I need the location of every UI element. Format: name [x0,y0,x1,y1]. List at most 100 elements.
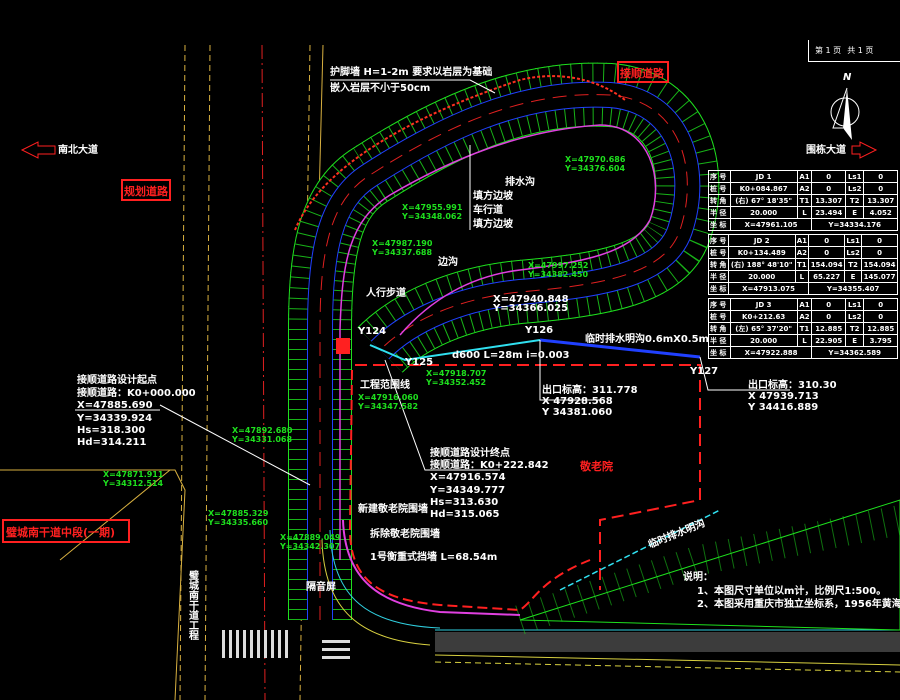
text-label: Y=34335.660 [207,518,269,527]
text-label: Y=34366.025 [492,303,568,314]
text-label: E [844,206,865,219]
text-label: E [844,270,863,283]
text-label: A2 [796,182,813,195]
text-label: 23.494 [811,206,846,219]
text-label: A2 [796,310,813,323]
text-label: Ls2 [844,182,865,195]
north-arrow-icon: N [830,72,860,140]
text-label: T2 [844,322,865,335]
text-label: X=47913.075 [727,282,810,295]
text-label: 0 [861,234,898,247]
outlet1-elev: 出口标高：311.778 [542,383,638,396]
label-side-ditch: 边沟 [437,255,458,268]
text-label: 154.094 [861,258,898,271]
demolish-wall-label: 拆除敬老院围墙 [370,527,440,540]
text-label: Y=34342.307 [279,542,340,551]
start-hd: Hd=314.211 [77,437,146,448]
sound-barrier-label: 隔音屏 [306,580,336,593]
text-label: 13.307 [863,194,898,207]
text-label: 145.077 [861,270,898,283]
text-label: X=47997.252 [528,261,588,270]
text-label: X=47889.049 [280,533,341,542]
text-label: X=47918.707 [426,369,486,378]
text-label: 0 [808,246,846,259]
text-label: 20.000 [727,270,796,283]
page-indicator: 第 1 页 共 1 页 [808,40,900,62]
text-label: 桩 号 [708,182,731,195]
note-1: 1、本图尺寸单位以m计，比例尺1:500。 [697,584,886,597]
text-label: X=47916.060 [358,393,419,402]
end-title: 接顺道路设计终点 [430,446,510,459]
text-label: 序 号 [708,234,729,247]
main-road [0,44,324,700]
north-label: N [843,72,852,83]
text-label: K0+134.489 [727,246,796,259]
note-2: 2、本图采用重庆市独立坐标系，1956年黄海高程系。 [697,597,900,610]
page-total: 共 1 页 [847,46,874,55]
label-y127: Y127 [689,366,718,377]
nursing-home-wall [348,369,591,612]
text-label: 转 角 [708,194,731,207]
text-label: Y=34337.688 [371,248,433,257]
end-hs: Hs=313.630 [430,497,498,508]
text-label: 20.000 [729,206,798,219]
text-label: A1 [796,170,813,183]
arrow-right-icon [851,141,878,159]
nursing-home-label: 敬老院 [579,459,613,473]
text-label: 22.905 [811,334,846,347]
start-title: 接顺道路设计起点 [77,373,157,386]
text-label: A1 [796,298,813,311]
planned-road-label: 规划道路 [124,184,169,198]
text-label: E [844,334,865,347]
label-work-line: 工程范围线 [360,378,410,391]
leader-lines [75,79,790,486]
text-label: 12.885 [811,322,846,335]
text-label: Y=34352.452 [425,378,486,387]
text-label: (右) 67° 18'35" [729,194,798,207]
crosswalk [222,630,350,659]
text-label: Ls1 [844,234,863,247]
text-label: X=47961.105 [729,218,813,231]
start-x: X=47885.690 [77,400,153,411]
wall-note-2: 嵌入岩层不小于50cm [330,81,430,94]
text-label: 0 [811,298,846,311]
text-label: Y=34347.582 [357,402,418,411]
end-x: X=47916.574 [430,472,506,483]
text-label: 0 [811,310,846,323]
text-label: Y=34362.589 [811,346,898,359]
bottom-road [434,499,900,673]
text-label: T1 [796,322,813,335]
end-hd: Hd=315.065 [430,509,499,520]
text-label: 序 号 [708,298,731,311]
text-label: Y=34334.176 [811,218,898,231]
text-label: 20.000 [729,334,798,347]
text-label: X=47955.991 [402,203,463,212]
outlet2-x: X 47939.713 [748,391,819,402]
text-label: 13.307 [811,194,846,207]
text-label: Y=34348.062 [401,212,462,221]
text-label: 序 号 [708,170,731,183]
label-y126: Y126 [524,325,553,336]
text-label: K0+084.867 [729,182,798,195]
text-label: 12.885 [863,322,898,335]
label-ditch: 排水沟 [505,175,535,188]
text-label: 桩 号 [708,246,729,259]
text-label: X=47922.888 [729,346,813,359]
new-wall-label: 新建敬老院围墙 [358,502,428,515]
text-label: T2 [844,194,865,207]
text-label: X=47871.911 [103,470,164,479]
label-fill-slope-1: 填方边坡 [473,189,514,202]
text-label: T1 [796,194,813,207]
retaining-wall-line [294,75,626,231]
text-label: 0 [811,182,846,195]
text-label: Ls2 [844,310,865,323]
text-label: 0 [811,170,846,183]
outlet2-elev: 出口标高：310.30 [748,378,837,391]
label-lane: 车行道 [473,203,503,216]
text-label: L [796,206,813,219]
